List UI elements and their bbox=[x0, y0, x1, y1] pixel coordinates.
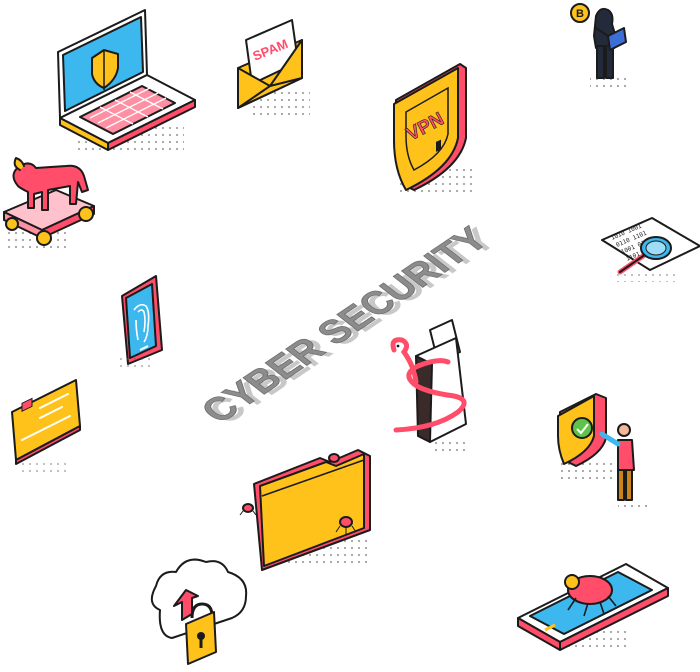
usb-snake-icon bbox=[390, 139, 470, 452]
bug-icon bbox=[239, 453, 357, 534]
phone-bug-icon bbox=[517, 563, 669, 651]
credit-card-icon bbox=[11, 379, 81, 465]
hacker-icon: B bbox=[570, 3, 630, 92]
cloud-lock-icon bbox=[150, 558, 248, 665]
phone-fingerprint-icon bbox=[121, 275, 163, 365]
bitcoin-label: B bbox=[576, 8, 584, 20]
decorative-dots bbox=[20, 270, 676, 472]
vpn-shield-icon: VPN bbox=[393, 63, 475, 195]
magnifier-code-icon: 1010 1001 0110 1101 1001 0110 1101 0011 bbox=[601, 217, 700, 275]
laptop-shield-icon bbox=[57, 9, 196, 153]
trojan-horse-icon bbox=[3, 157, 95, 250]
folder-bugs-icon bbox=[239, 449, 372, 571]
shield-check-person-icon bbox=[557, 393, 652, 512]
spam-envelope-icon: SPAM bbox=[237, 19, 310, 120]
